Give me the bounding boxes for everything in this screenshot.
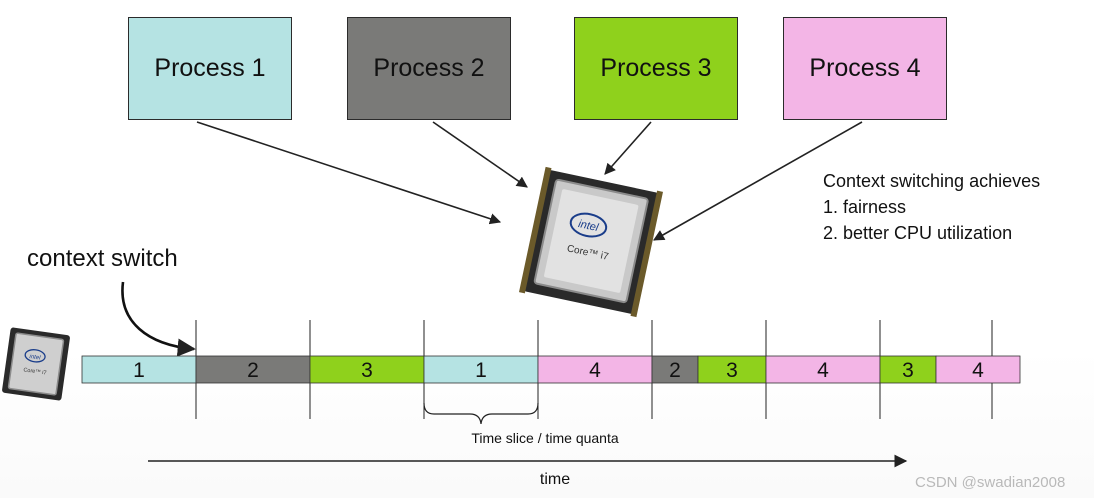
timeline-segment-label: 4 [589,359,601,382]
process-box-4: Process 4 [783,17,947,120]
context-switch-label: context switch [27,245,178,272]
process-label: Process 2 [373,54,485,82]
cpu-chip-icon-small: intel Core™ i7 [2,327,70,401]
process-label: Process 4 [809,54,921,82]
process-label: Process 1 [154,54,266,82]
timeline-segment [309,355,425,384]
arrow-process4-to-cpu [653,121,863,241]
timeline-segment [651,355,699,384]
time-slice-bracket [423,402,539,425]
timeline-segment [423,355,539,384]
timeline-segment-label: 1 [133,359,145,382]
process-box-1: Process 1 [128,17,292,120]
timeline-segment [935,355,1021,384]
timeline-segment-label: 3 [361,359,373,382]
arrow-process3-to-cpu [604,121,652,175]
watermark: CSDN @swadian2008 [915,474,1066,491]
cpu-chip-icon: intel Core™ i7 [519,166,663,318]
timeline-segment [879,355,937,384]
timeline-segment-label: 2 [247,359,259,382]
timeline-segment [537,355,653,384]
cpu-brand: intel [577,218,600,234]
note-title: Context switching achieves [823,171,1041,191]
timeline-segment [81,355,197,384]
context-switching-note: Context switching achieves 1. fairness 2… [823,168,1040,246]
cpu-model: Core™ i7 [23,367,47,376]
note-item-utilization: 2. better CPU utilization [823,223,1013,243]
timeline-segment [765,355,881,384]
arrow-process2-to-cpu [432,121,528,188]
cpu-brand: intel [29,354,41,362]
timeline-segment-label: 4 [972,359,984,382]
timeline-segment-label: 1 [475,359,487,382]
timeline-segment-label: 3 [902,359,914,382]
time-axis-label: time [539,471,571,488]
process-box-2: Process 2 [347,17,511,120]
context-switch-arrow [121,281,196,357]
timeline-segment-label: 2 [669,359,681,382]
timeline-segment [697,355,767,384]
timeline-segment [195,355,311,384]
note-item-fairness: 1. fairness [823,197,907,217]
arrow-process1-to-cpu [196,121,502,225]
timeline-segment-label: 4 [817,359,829,382]
process-box-3: Process 3 [574,17,738,120]
time-slice-label: Time slice / time quanta [471,430,619,446]
timeline-segment-label: 3 [726,359,738,382]
process-label: Process 3 [600,54,712,82]
